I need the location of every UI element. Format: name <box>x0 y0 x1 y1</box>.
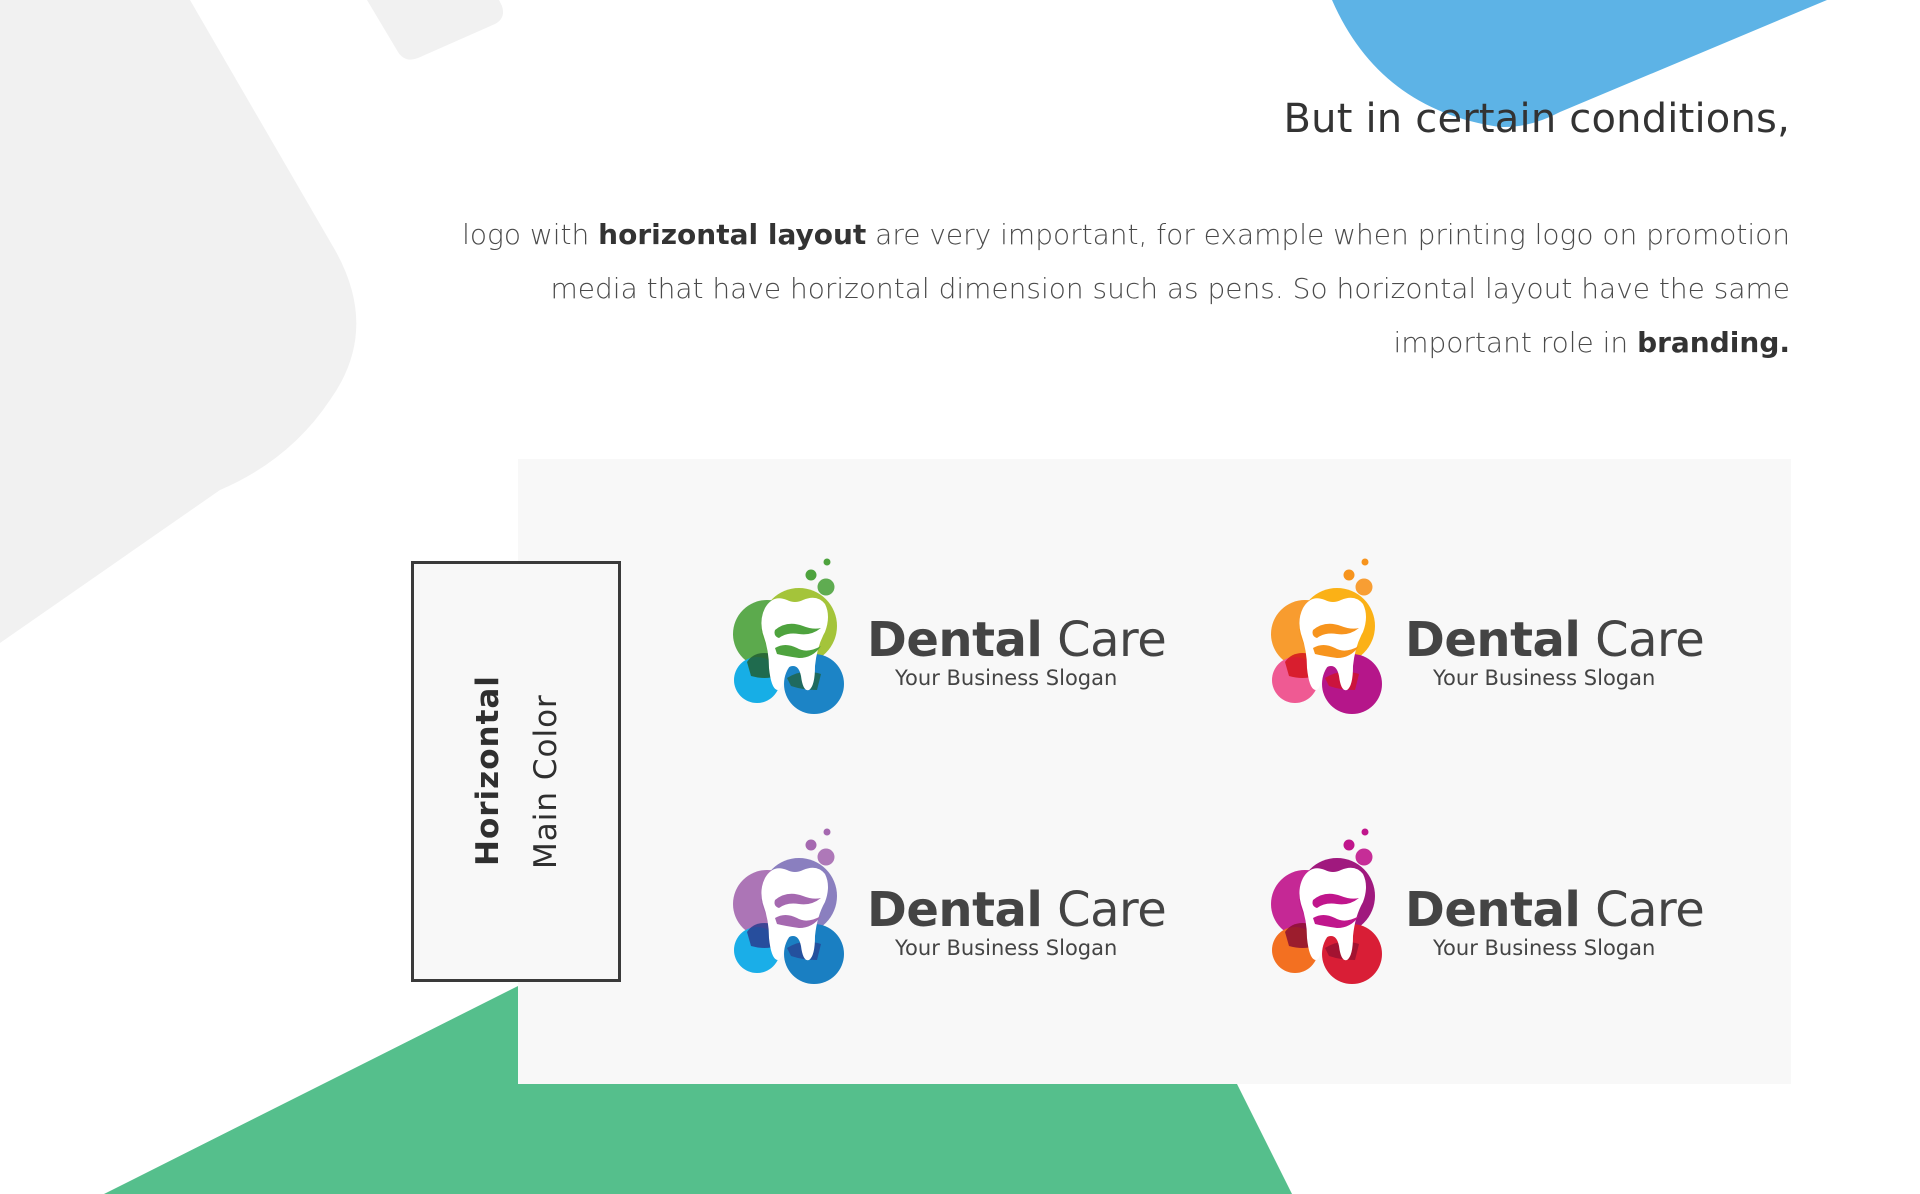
logo-name-bold: Dental <box>1405 882 1581 938</box>
section-heading: But in certain conditions, <box>1283 96 1790 142</box>
logo-name-regular: Care <box>1595 882 1705 938</box>
tooth-logo-icon <box>733 828 844 984</box>
para-part: logo with <box>462 218 599 251</box>
logo-purple: Dental Care Your Business Slogan <box>725 820 1167 985</box>
para-bold-branding: branding. <box>1637 326 1790 359</box>
gray-rounded-shape <box>0 0 357 643</box>
logo-name: Dental Care <box>1405 616 1705 664</box>
logo-name: Dental Care <box>867 616 1167 664</box>
logo-name: Dental Care <box>1405 886 1705 934</box>
logo-name-regular: Care <box>1595 612 1705 668</box>
logo-name-bold: Dental <box>867 612 1043 668</box>
logo-slogan: Your Business Slogan <box>1433 936 1656 960</box>
logo-green: Dental Care Your Business Slogan <box>725 550 1167 715</box>
logo-slogan: Your Business Slogan <box>1433 666 1656 690</box>
logo-name-bold: Dental <box>867 882 1043 938</box>
green-shape <box>104 986 1292 1194</box>
tooth-logo-icon <box>733 558 844 714</box>
blue-shape <box>1332 0 1827 128</box>
layout-label-box: Horizontal Main Color <box>411 561 621 982</box>
logo-magenta: Dental Care Your Business Slogan <box>1263 820 1705 985</box>
label-horizontal: Horizontal <box>470 675 506 866</box>
tooth-logo-icon <box>1271 558 1382 714</box>
logo-slogan: Your Business Slogan <box>895 666 1118 690</box>
para-part: are very important, for example when pri… <box>550 218 1790 359</box>
logo-showcase-panel <box>518 459 1791 1084</box>
logo-orange: Dental Care Your Business Slogan <box>1263 550 1705 715</box>
logo-name-regular: Care <box>1057 612 1167 668</box>
label-main-color: Main Color <box>528 694 564 869</box>
logo-name-regular: Care <box>1057 882 1167 938</box>
logo-name-bold: Dental <box>1405 612 1581 668</box>
description-paragraph: logo with horizontal layout are very imp… <box>430 208 1790 370</box>
logo-slogan: Your Business Slogan <box>895 936 1118 960</box>
logo-name: Dental Care <box>867 886 1167 934</box>
para-bold-horizontal-layout: horizontal layout <box>598 218 867 251</box>
gray-small-shape <box>367 0 504 60</box>
tooth-logo-icon <box>1271 828 1382 984</box>
